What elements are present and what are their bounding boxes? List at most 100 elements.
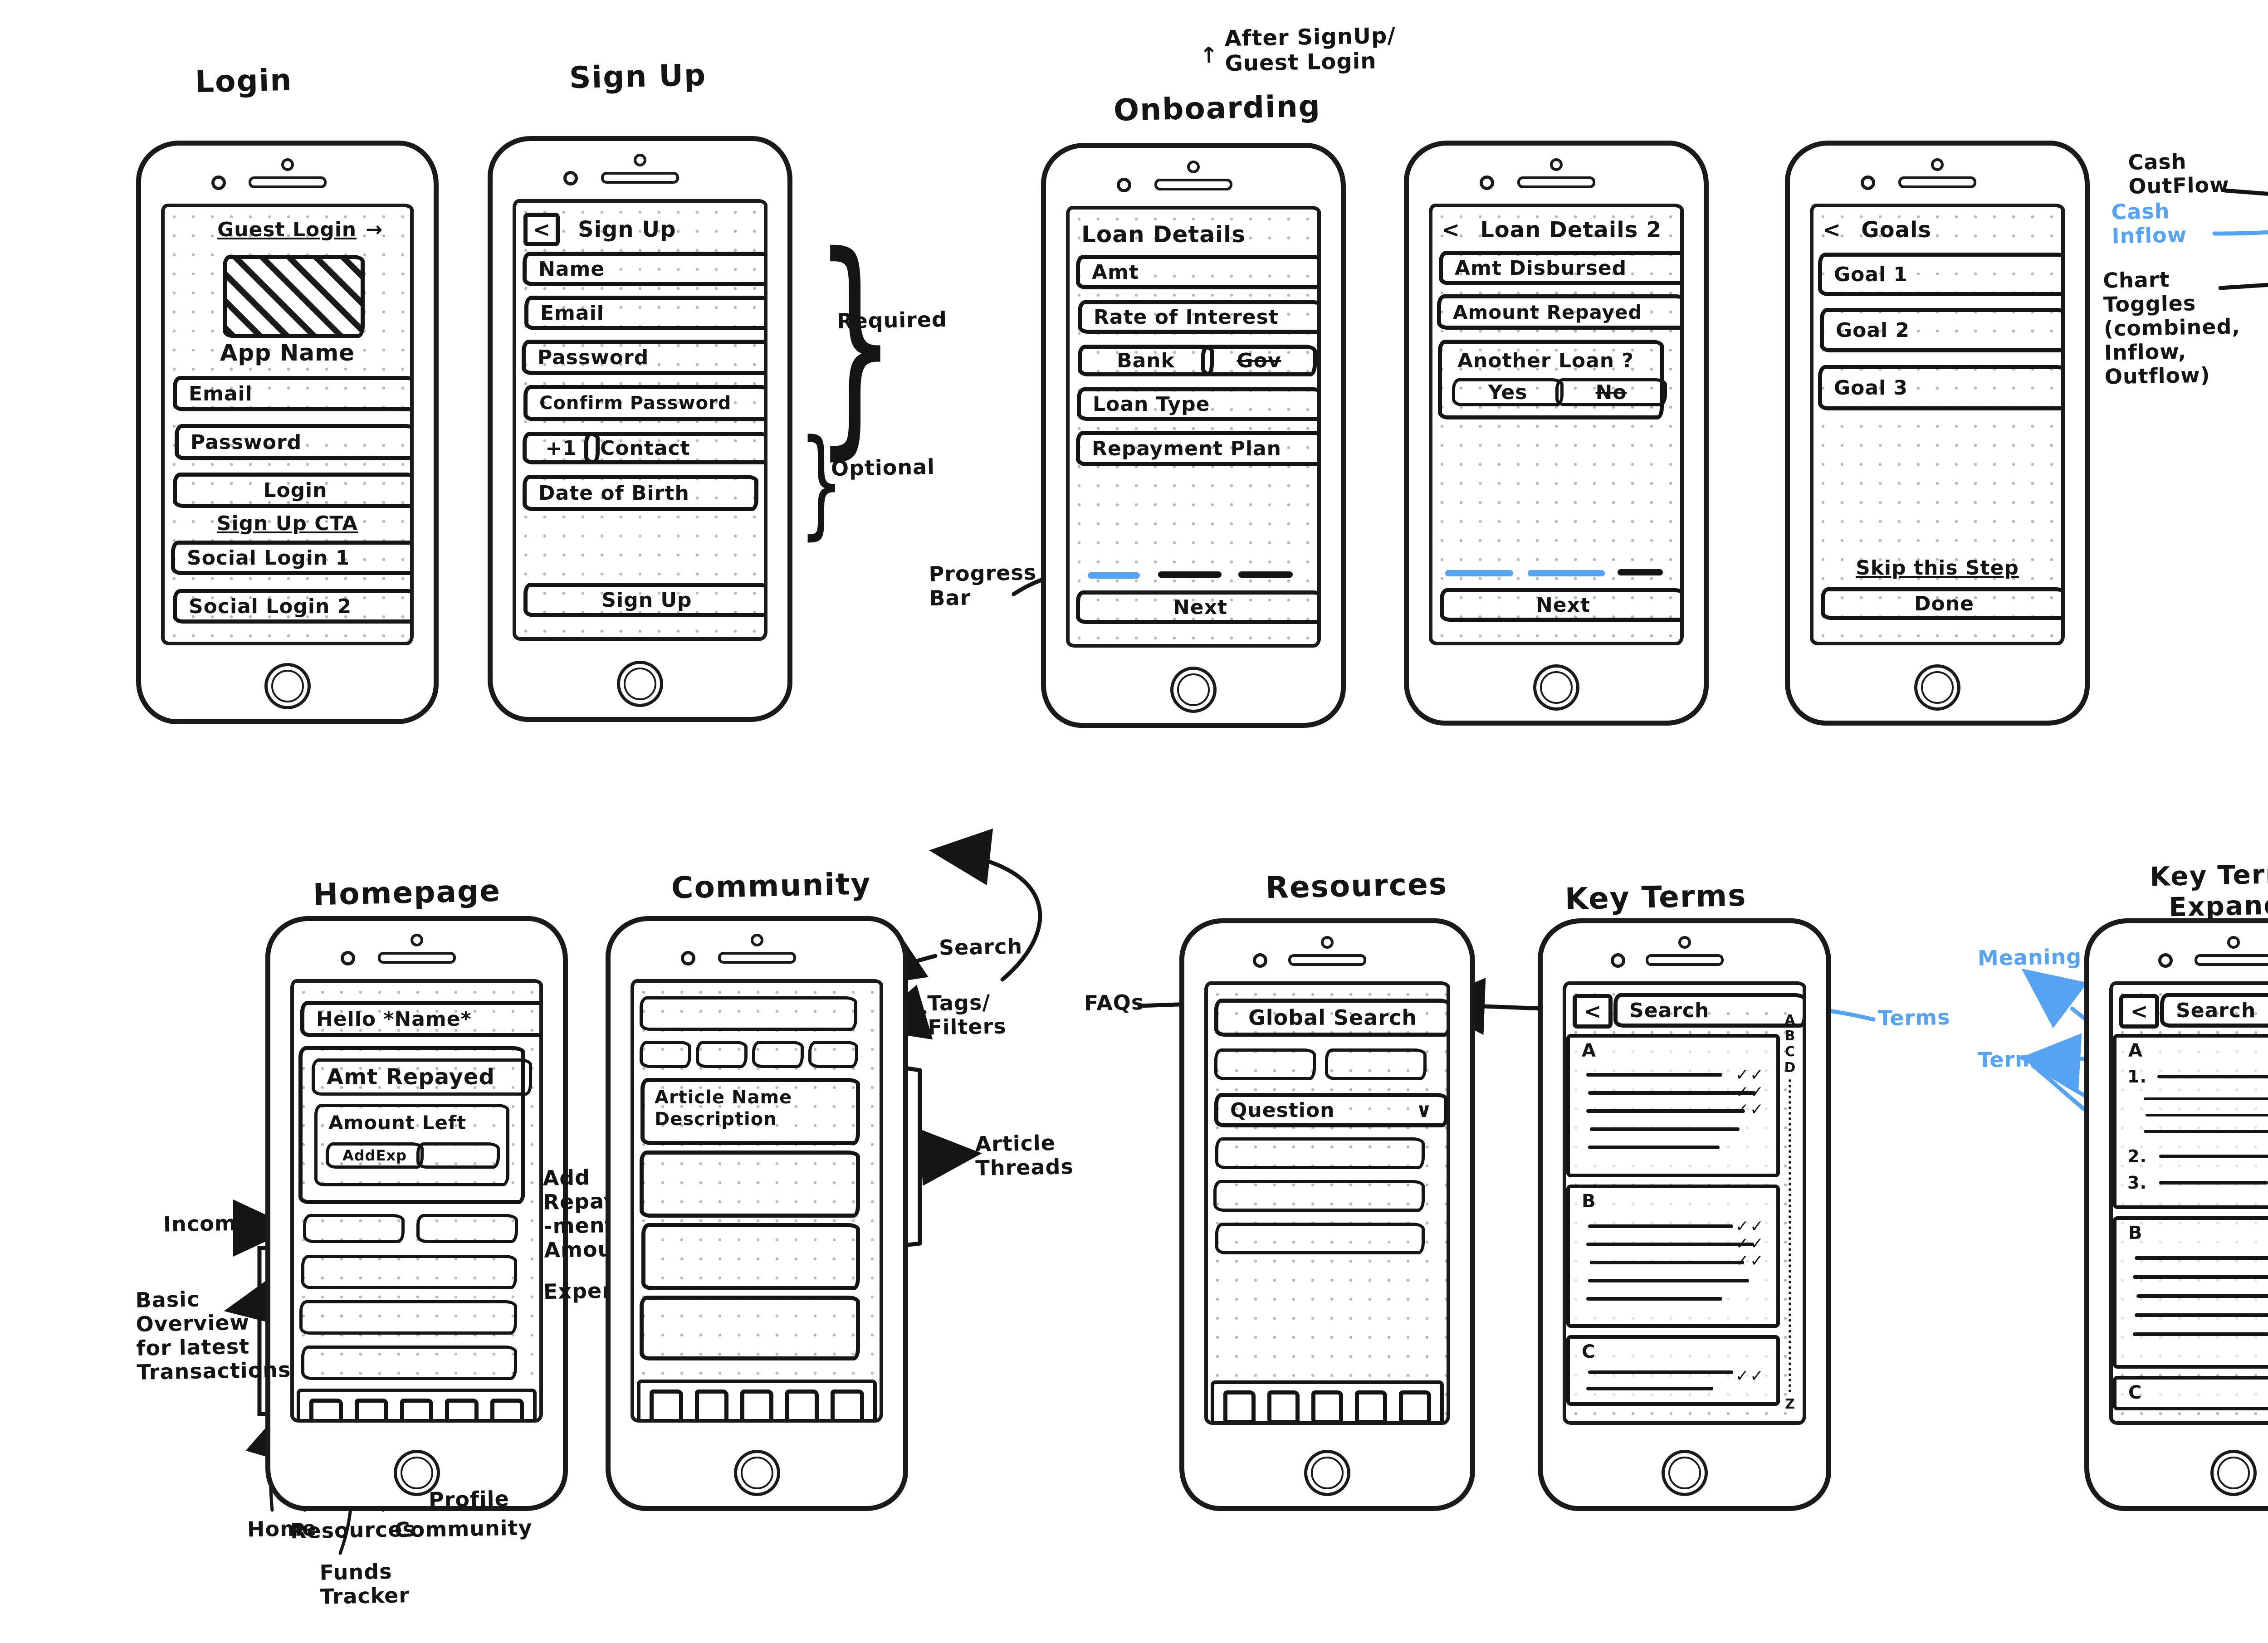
faq-row[interactable]	[1215, 1137, 1425, 1169]
next-button[interactable]: Next	[1440, 588, 1680, 622]
tab-community-active[interactable]	[785, 1389, 819, 1419]
guest-login-link[interactable]: Guest Login	[217, 218, 357, 241]
key-terms-box[interactable]	[1325, 1048, 1427, 1080]
tab-funds-tracker[interactable]	[400, 1399, 434, 1419]
transaction-overview-row[interactable]	[299, 1300, 517, 1335]
password-field[interactable]: Password	[522, 340, 764, 375]
back-button[interactable]: <	[1823, 217, 1842, 243]
tab-profile[interactable]	[490, 1399, 524, 1419]
back-button[interactable]: <	[523, 213, 560, 246]
transaction-overview-row[interactable]	[301, 1255, 517, 1289]
gov-toggle-button[interactable]: Gov	[1201, 345, 1317, 376]
faq-row[interactable]	[1213, 1180, 1425, 1212]
home-button[interactable]	[1304, 1450, 1350, 1496]
home-button[interactable]	[617, 661, 663, 707]
search-input[interactable]	[640, 996, 857, 1031]
goal-3-field[interactable]: Goal 3	[1818, 365, 2061, 410]
goal-1-field[interactable]: Goal 1	[1818, 253, 2061, 296]
confirm-password-field[interactable]: Confirm Password	[523, 385, 764, 421]
home-button[interactable]	[1914, 664, 1960, 711]
faq-row[interactable]	[1215, 1223, 1425, 1254]
home-button[interactable]	[1533, 664, 1579, 711]
social-login-2-button[interactable]: Social Login 2	[173, 589, 410, 624]
home-button[interactable]	[733, 1450, 780, 1496]
tag-chip[interactable]	[640, 1041, 691, 1068]
signup-submit-button[interactable]: Sign Up	[523, 583, 764, 617]
bank-toggle-button[interactable]: Bank	[1078, 345, 1214, 376]
tab-resources[interactable]	[354, 1399, 388, 1419]
back-button[interactable]: <	[1442, 217, 1461, 243]
amount-repayed-field[interactable]: Amount Repayed	[1437, 294, 1680, 330]
tab-community[interactable]	[1355, 1390, 1388, 1421]
amt-disbursed-field[interactable]: Amt Disbursed	[1439, 251, 1680, 285]
tab-home-active[interactable]	[309, 1399, 343, 1419]
country-code-field[interactable]: +1	[523, 432, 600, 464]
tab-bar	[637, 1380, 877, 1419]
item-1[interactable]: 1.	[2127, 1067, 2147, 1087]
tab-resources-active[interactable]	[1267, 1390, 1300, 1421]
loan-type-field[interactable]: Loan Type	[1077, 387, 1317, 421]
no-button[interactable]: No	[1555, 378, 1667, 406]
login-button[interactable]: Login	[173, 473, 410, 508]
home-button[interactable]	[2210, 1450, 2257, 1496]
contact-field[interactable]: Contact	[584, 432, 764, 464]
front-camera-icon	[563, 171, 578, 185]
search-input[interactable]: Search	[1613, 993, 1803, 1028]
tab-profile[interactable]	[831, 1389, 864, 1419]
tab-resources[interactable]	[694, 1389, 728, 1419]
global-search-input[interactable]: Global Search	[1214, 999, 1447, 1037]
camera-dot-icon	[281, 158, 294, 171]
goal-2-field[interactable]: Goal 2	[1820, 308, 2061, 352]
tab-home[interactable]	[1223, 1390, 1256, 1421]
tab-profile[interactable]	[1399, 1390, 1431, 1421]
back-button[interactable]: <	[1573, 994, 1613, 1029]
tab-funds-tracker[interactable]	[1311, 1390, 1344, 1421]
signup-cta-link[interactable]: Sign Up CTA	[216, 512, 358, 535]
section-a-expanded: A 1. ∧ 2. ∨ 3. ∨	[2113, 1034, 2268, 1209]
password-field[interactable]: Password	[175, 424, 410, 460]
key-terms-title: Key Terms	[1564, 878, 1747, 917]
section-b: B ✓✓✓✓✓✓	[1566, 1185, 1780, 1328]
item-3[interactable]: 3.	[2127, 1173, 2147, 1193]
article-card[interactable]	[640, 1151, 860, 1218]
email-field[interactable]: Email	[173, 376, 410, 411]
article-card[interactable]	[641, 1223, 860, 1290]
rate-of-interest-field[interactable]: Rate of Interest	[1078, 300, 1317, 334]
next-button[interactable]: Next	[1076, 590, 1317, 624]
tab-community[interactable]	[445, 1399, 479, 1419]
home-button[interactable]	[264, 663, 311, 709]
tab-funds-tracker[interactable]	[740, 1389, 774, 1419]
home-button[interactable]	[1661, 1450, 1708, 1496]
done-button[interactable]: Done	[1821, 587, 2061, 620]
yes-button[interactable]: Yes	[1452, 378, 1564, 406]
item-2[interactable]: 2.	[2127, 1146, 2147, 1166]
expenses-box[interactable]	[416, 1214, 518, 1243]
amt-field[interactable]: Amt	[1076, 255, 1317, 289]
add-repayment-box[interactable]	[416, 1142, 500, 1169]
tag-chip[interactable]	[752, 1041, 804, 1068]
back-button[interactable]: <	[2119, 994, 2159, 1029]
tag-chip[interactable]	[808, 1041, 858, 1068]
home-button[interactable]	[1170, 667, 1217, 713]
dob-field[interactable]: Date of Birth	[523, 475, 758, 511]
article-card[interactable]	[640, 1296, 860, 1360]
optional-brace: }	[799, 414, 844, 551]
email-field[interactable]: Email	[524, 296, 764, 330]
question-dropdown[interactable]: Question ∨	[1214, 1093, 1447, 1127]
tab-home[interactable]	[650, 1389, 683, 1419]
home-button[interactable]	[393, 1450, 440, 1496]
social-login-1-button[interactable]: Social Login 1	[171, 541, 410, 575]
camera-dot-icon	[410, 934, 423, 946]
tag-chip[interactable]	[696, 1041, 748, 1068]
repayment-plan-field[interactable]: Repayment Plan	[1076, 431, 1317, 466]
search-input[interactable]: Search	[2160, 993, 2268, 1028]
name-field[interactable]: Name	[523, 252, 764, 286]
income-box[interactable]	[303, 1214, 405, 1243]
add-expense-button[interactable]: AddExp	[326, 1142, 424, 1169]
faqs-box[interactable]	[1214, 1048, 1316, 1080]
transaction-overview-row[interactable]	[301, 1346, 517, 1380]
skip-step-link[interactable]: Skip this Step	[1856, 556, 2019, 580]
goals-screen: < Goals Goal 1 Goal 2 Goal 3 Skip this S…	[1810, 204, 2065, 645]
article-card[interactable]: Article Name Description	[640, 1078, 860, 1145]
